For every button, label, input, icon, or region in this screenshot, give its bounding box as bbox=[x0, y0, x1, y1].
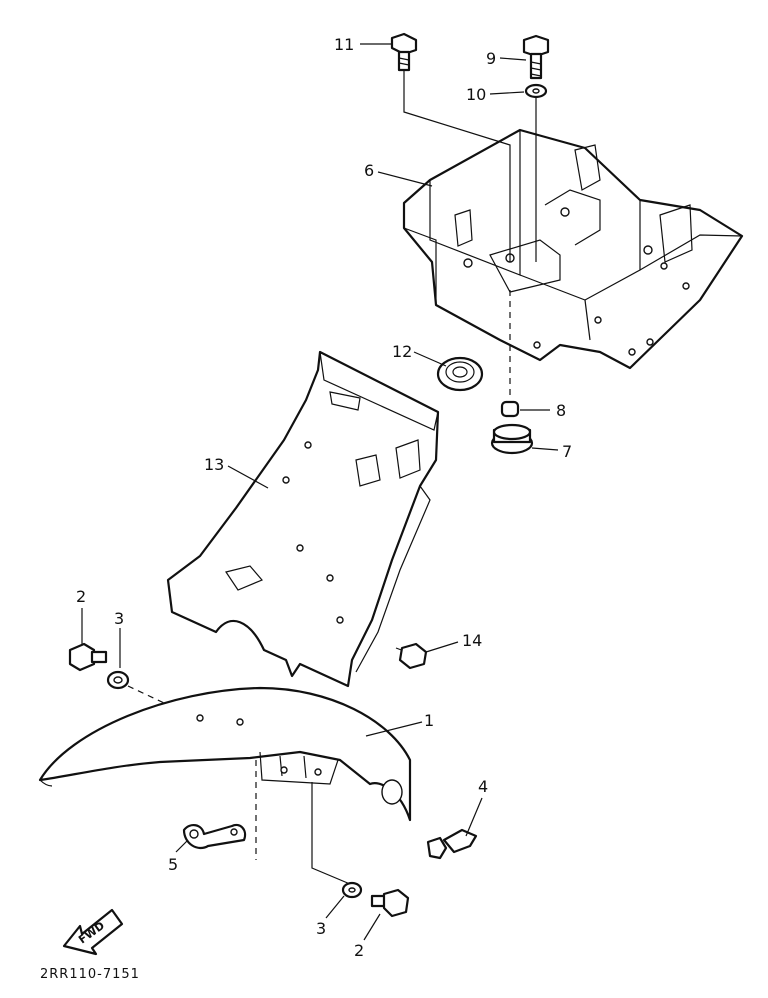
assembly-line-11 bbox=[403, 66, 511, 262]
callout-5: 5 bbox=[168, 855, 178, 874]
assembly-line-3-lower bbox=[311, 782, 351, 885]
part-9-bolt bbox=[522, 34, 550, 80]
leader-4 bbox=[465, 797, 483, 837]
part-5-stay-bracket bbox=[182, 823, 247, 850]
leader-2b bbox=[363, 913, 381, 941]
part-11-bolt bbox=[390, 32, 418, 72]
callout-2-lower: 2 bbox=[354, 941, 364, 960]
callout-1: 1 bbox=[424, 711, 434, 730]
part-2-bolt-upper bbox=[68, 642, 108, 672]
callout-14: 14 bbox=[462, 631, 482, 650]
callout-6: 6 bbox=[364, 161, 374, 180]
part-14-bolt bbox=[395, 642, 428, 670]
assembly-line-3-upper bbox=[127, 685, 197, 719]
part-7-damper bbox=[490, 423, 534, 455]
part-6-battery-box bbox=[402, 128, 744, 370]
callout-13: 13 bbox=[204, 455, 224, 474]
callout-3-lower: 3 bbox=[316, 919, 326, 938]
leader-14 bbox=[425, 641, 459, 653]
part-1-fender bbox=[38, 686, 412, 822]
leader-6 bbox=[377, 171, 433, 187]
leader-3b bbox=[325, 895, 345, 919]
leader-13 bbox=[227, 465, 269, 489]
part-13-inner-fender bbox=[166, 350, 440, 688]
part-4-clip bbox=[426, 828, 478, 860]
part-3-washer-upper bbox=[106, 670, 130, 690]
callout-8: 8 bbox=[556, 401, 566, 420]
fwd-arrow-icon: FWD bbox=[62, 908, 124, 956]
part-2-bolt-lower bbox=[370, 888, 410, 918]
callout-3-upper: 3 bbox=[114, 609, 124, 628]
part-3-washer-lower bbox=[341, 881, 363, 899]
callout-2-upper: 2 bbox=[76, 587, 86, 606]
leader-1 bbox=[365, 721, 423, 737]
part-8-collar bbox=[500, 400, 520, 418]
callout-9: 9 bbox=[486, 49, 496, 68]
callout-11: 11 bbox=[334, 35, 354, 54]
callout-7: 7 bbox=[562, 442, 572, 461]
callout-4: 4 bbox=[478, 777, 488, 796]
leader-12 bbox=[413, 351, 447, 367]
callout-10: 10 bbox=[466, 85, 486, 104]
part-10-washer bbox=[524, 83, 548, 99]
leader-5 bbox=[175, 839, 189, 853]
diagram-code: 2RR110-7151 bbox=[40, 967, 140, 982]
callout-12: 12 bbox=[392, 342, 412, 361]
leader-10 bbox=[489, 91, 525, 95]
part-12-grommet bbox=[436, 356, 484, 392]
leader-7 bbox=[531, 447, 559, 451]
leader-9 bbox=[499, 57, 527, 61]
